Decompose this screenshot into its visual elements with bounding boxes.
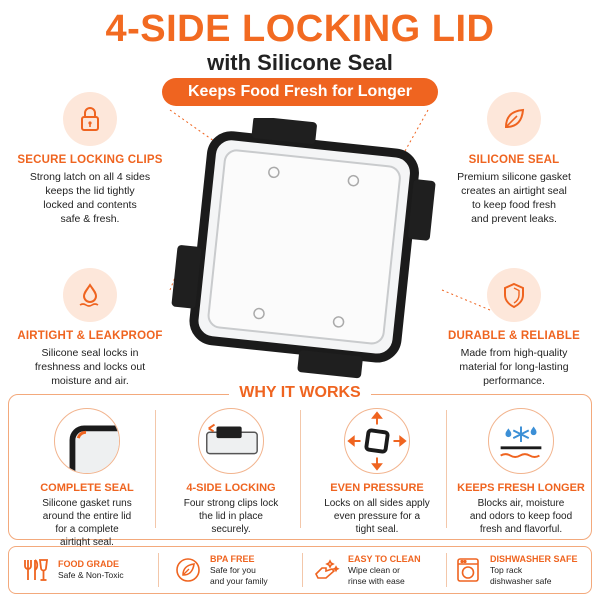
page-title: 4-SIDE LOCKING LID [105,8,495,50]
droplet-icon [63,268,117,322]
dishwasher-icon [452,554,484,586]
locking-lid-image [170,116,440,380]
bottom-benefits-strip [8,546,592,594]
feature-title: SECURE LOCKING CLIPS [17,154,163,166]
page-subtitle: with Silicone Seal [207,50,393,75]
why-title: WHY IT WORKS [0,384,600,402]
shield-icon [487,268,541,322]
feature-title: SILICONE SEAL [468,154,560,166]
leaf-icon [487,92,541,146]
hand-wipe-icon [310,554,342,586]
feature-title: DURABLE & RELIABLE [447,330,580,342]
feature-airtight: AIRTIGHT & LEAKPROOF Silicone seal locks… [10,268,170,388]
leaf-circle-icon [172,554,204,586]
snowflake-drops-icon [488,408,554,474]
pressure-arrows-icon [344,408,410,474]
feature-durable: DURABLE & RELIABLE Made from high-qualit… [434,268,594,388]
lock-icon [63,92,117,146]
seal-corner-icon [54,408,120,474]
feature-title: AIRTIGHT & LEAKPROOF [17,330,163,342]
feature-secure-clips: SECURE LOCKING CLIPS Strong latch on all… [10,92,170,226]
tagline-pill: Keeps Food Fresh for Longer [162,78,438,106]
fork-knife-glass-icon [20,554,52,586]
clip-closeup-icon [198,408,264,474]
